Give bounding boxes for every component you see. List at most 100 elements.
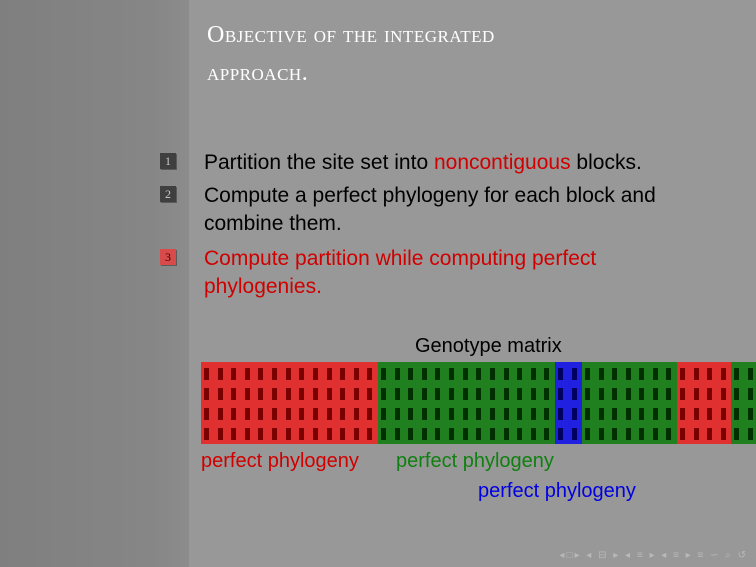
matrix-cell xyxy=(612,428,618,440)
matrix-cell xyxy=(231,428,237,440)
list-text-2-line2: combine them. xyxy=(204,212,342,235)
text-before: Partition the site set into xyxy=(204,151,434,174)
matrix-cell xyxy=(394,368,400,380)
search-icon[interactable]: ≡ ∽ ⌕ ↺ xyxy=(697,550,748,561)
matrix-cell xyxy=(244,368,250,380)
matrix-cell xyxy=(299,428,305,440)
matrix-cell xyxy=(394,408,400,420)
matrix-cell xyxy=(693,408,699,420)
label-text-red: perfect phylogeny xyxy=(201,450,359,472)
matrix-cell xyxy=(639,428,645,440)
matrix-cell xyxy=(720,428,726,440)
matrix-cell xyxy=(585,408,590,420)
toc-icon[interactable]: ◂ ≡ ▸ xyxy=(661,550,693,561)
matrix-cell xyxy=(680,388,685,400)
matrix-cell xyxy=(476,428,482,440)
label-perfect-phylogeny-blue: perfect phylogeny xyxy=(478,480,636,503)
matrix-cell xyxy=(204,428,209,440)
matrix-cell xyxy=(747,428,753,440)
matrix-cell xyxy=(707,368,712,380)
genotype-matrix xyxy=(201,362,756,444)
matrix-cell xyxy=(720,388,726,400)
matrix-cell xyxy=(394,388,400,400)
matrix-cell xyxy=(367,368,373,380)
matrix-cell xyxy=(585,368,590,380)
matrix-cell xyxy=(707,428,712,440)
matrix-cell xyxy=(204,368,209,380)
matrix-cell xyxy=(747,368,753,380)
matrix-cell xyxy=(571,408,577,420)
highlight-noncontiguous: noncontiguous xyxy=(433,151,571,174)
arrow-right-icon[interactable]: ▸ xyxy=(574,550,582,561)
matrix-cell xyxy=(340,408,346,420)
matrix-cell xyxy=(204,408,209,420)
matrix-cell xyxy=(244,388,250,400)
list-number-1: 1 xyxy=(160,153,176,169)
matrix-cell xyxy=(530,408,536,420)
matrix-cell xyxy=(326,408,332,420)
matrix-cell xyxy=(353,428,359,440)
matrix-cell xyxy=(462,408,468,420)
matrix-cell xyxy=(231,368,237,380)
matrix-cell xyxy=(544,428,550,440)
matrix-block-5 xyxy=(677,362,731,444)
matrix-block-2 xyxy=(378,362,555,444)
matrix-cell xyxy=(639,408,645,420)
matrix-cell xyxy=(435,428,441,440)
matrix-cell xyxy=(312,388,318,400)
matrix-cell xyxy=(639,368,645,380)
matrix-cell xyxy=(503,428,509,440)
slide-title-line2: approach. xyxy=(207,60,309,86)
matrix-cell xyxy=(258,368,264,380)
matrix-cell xyxy=(258,388,264,400)
matrix-cell xyxy=(530,388,536,400)
matrix-cell xyxy=(258,408,264,420)
matrix-cell xyxy=(408,408,414,420)
matrix-block-3 xyxy=(555,362,582,444)
matrix-cell xyxy=(734,368,739,380)
matrix-cell xyxy=(666,388,672,400)
matrix-cell xyxy=(449,408,455,420)
matrix-cell xyxy=(217,388,223,400)
matrix-cell xyxy=(693,388,699,400)
section-icon[interactable]: ◂ ≡ ▸ xyxy=(625,550,657,561)
subsection-icon[interactable]: ◂ ⊟ ▸ xyxy=(586,550,621,561)
matrix-cell xyxy=(421,428,427,440)
matrix-cell xyxy=(612,368,618,380)
matrix-cell xyxy=(585,428,590,440)
label-text-blue: perfect phylogeny xyxy=(478,480,636,502)
matrix-cell xyxy=(680,408,685,420)
matrix-cell xyxy=(530,428,536,440)
matrix-cell xyxy=(571,428,577,440)
matrix-cell xyxy=(449,388,455,400)
matrix-cell xyxy=(625,368,631,380)
matrix-cell xyxy=(693,428,699,440)
matrix-cell xyxy=(530,368,536,380)
matrix-cell xyxy=(625,428,631,440)
matrix-cell xyxy=(544,388,550,400)
list-text-2: Compute a perfect phylogeny for each blo… xyxy=(204,182,704,238)
matrix-cell xyxy=(421,408,427,420)
matrix-cell xyxy=(340,428,346,440)
matrix-cell xyxy=(652,408,658,420)
matrix-cell xyxy=(476,388,482,400)
matrix-cell xyxy=(340,388,346,400)
matrix-cell xyxy=(720,408,726,420)
frame-icon[interactable]: □ xyxy=(566,550,575,561)
matrix-cell xyxy=(571,368,577,380)
label-text-green: perfect phylogeny xyxy=(396,450,554,472)
matrix-cell xyxy=(558,368,563,380)
matrix-cell xyxy=(340,368,346,380)
slide-title-line1: Objective of the integrated xyxy=(207,22,495,48)
matrix-cell xyxy=(639,388,645,400)
matrix-cell xyxy=(476,368,482,380)
matrix-cell xyxy=(367,408,373,420)
arrow-left-icon[interactable]: ◂ xyxy=(559,550,567,561)
matrix-cell xyxy=(435,368,441,380)
matrix-cell xyxy=(734,388,739,400)
matrix-cell xyxy=(435,388,441,400)
matrix-cell xyxy=(625,408,631,420)
matrix-cell xyxy=(299,408,305,420)
label-perfect-phylogeny-red: perfect phylogeny xyxy=(201,450,359,473)
matrix-cell xyxy=(244,428,250,440)
